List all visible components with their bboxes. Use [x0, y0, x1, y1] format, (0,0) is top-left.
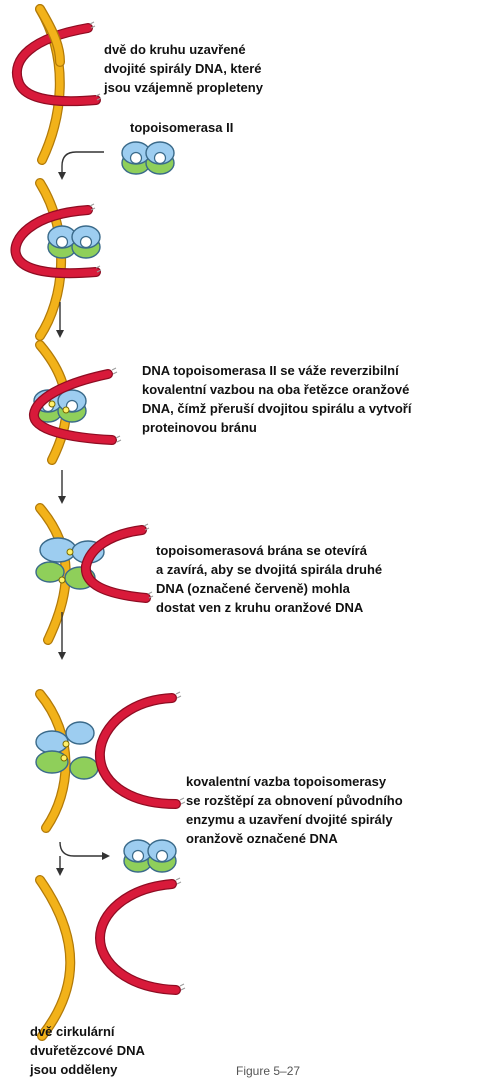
strand-end-ticks — [175, 691, 182, 699]
released-enzyme — [123, 839, 177, 873]
process-arrow-head — [58, 172, 66, 180]
caption-line: dvě do kruhu uzavřené — [104, 42, 246, 57]
process-arrow-head — [58, 652, 66, 660]
caption-separated-dna: dvě cirkulární dvuřetězcové DNA jsou odd… — [30, 1022, 145, 1079]
covalent-link — [60, 754, 68, 762]
strand-end-ticks — [115, 435, 122, 443]
caption-gate-opens: topoisomerasová brána se otevírá a zavír… — [156, 541, 382, 617]
red-dna-strand-outline — [94, 693, 181, 809]
caption-line: topoisomerasová brána se otevírá — [156, 543, 367, 558]
orange-dna-strand — [36, 504, 70, 644]
enzyme-hole — [131, 849, 145, 863]
enzyme-hole — [153, 151, 167, 165]
caption-line: proteinovou bránu — [142, 420, 257, 435]
step-3-covalent-gate — [29, 340, 122, 465]
red-dna-strand — [96, 880, 180, 994]
step-5-release — [35, 689, 186, 833]
enzyme-release-arrow-head — [102, 852, 110, 860]
caption-line: DNA, čímž přeruší dvojitou spirálu a vyt… — [142, 401, 412, 416]
caption-line: DNA (označené červeně) mohla — [156, 581, 350, 596]
red-dna-strand — [11, 206, 100, 277]
enzyme-dimer — [47, 225, 101, 259]
orange-dna-strand — [36, 179, 65, 340]
strand-end-ticks — [95, 265, 102, 273]
process-arrow-head — [56, 868, 64, 876]
caption-line: se rozštěpí za obnovení původního — [186, 793, 403, 808]
caption-line: dvě cirkulární — [30, 1024, 115, 1039]
caption-line: dvuřetězcové DNA — [30, 1043, 145, 1058]
caption-line: jsou vzájemně propleteny — [104, 80, 263, 95]
enzyme-release-arrow — [59, 841, 104, 857]
caption-line: enzymu a uzavření dvojité spirály — [186, 812, 393, 827]
caption-line: dvojité spirály DNA, které — [104, 61, 262, 76]
red-dna-strand — [96, 694, 180, 808]
caption-line: oranžově označené DNA — [186, 831, 338, 846]
strand-end-ticks — [175, 877, 182, 885]
enzyme-hole — [129, 151, 143, 165]
enzyme-green-lobe — [35, 750, 69, 774]
covalent-link — [62, 740, 70, 748]
topoisomerase-ii-enzyme — [121, 141, 175, 175]
label-topoisomerase-ii: topoisomerasa II — [130, 118, 233, 137]
caption-enzyme-binding: DNA topoisomerasa II se váže reverzibiln… — [142, 361, 411, 437]
caption-line: a zavírá, aby se dvojitá spirála druhé — [156, 562, 383, 577]
caption-line: jsou odděleny — [30, 1062, 118, 1077]
step-6-separated — [35, 875, 186, 1041]
strand-end-ticks — [179, 797, 186, 805]
covalent-link — [62, 406, 70, 414]
strand-end-ticks — [89, 203, 96, 211]
enzyme-join-arrow — [61, 151, 104, 167]
enzyme-blue-lobe — [65, 721, 95, 745]
step-2-enzyme-binding — [10, 178, 102, 341]
strand-end-ticks — [89, 21, 96, 29]
strand-end-ticks — [147, 591, 154, 599]
strand-end-ticks — [111, 367, 118, 375]
caption-line: kovalentní vazbou na oba řetězce oranžov… — [142, 382, 410, 397]
covalent-link — [48, 400, 56, 408]
process-arrow-head — [58, 496, 66, 504]
caption-line: kovalentní vazba topoisomerasy — [186, 774, 387, 789]
step-1-interlinked-dna — [11, 4, 102, 165]
enzyme-hole — [155, 849, 169, 863]
red-dna-strand — [82, 526, 150, 602]
red-dna-strand-outline — [94, 879, 181, 995]
covalent-link — [58, 576, 66, 584]
caption-line: DNA topoisomerasa II se váže reverzibiln… — [142, 363, 399, 378]
figure-number: Figure 5–27 — [236, 1064, 301, 1078]
strand-end-ticks — [179, 983, 186, 991]
strand-end-ticks — [143, 523, 150, 531]
enzyme-green-lobe — [35, 561, 65, 583]
red-dna-strand — [30, 370, 116, 444]
step-4-gate-open — [35, 503, 154, 645]
red-dna-strand — [13, 24, 100, 105]
caption-bond-cleaved: kovalentní vazba topoisomerasy se rozště… — [186, 772, 403, 848]
orange-dna-strand — [36, 876, 74, 1040]
caption-line: dostat ven z kruhu oranžové DNA — [156, 600, 364, 615]
caption-intertwined-dna: dvě do kruhu uzavřené dvojité spirály DN… — [104, 40, 263, 97]
enzyme-green-lobe — [69, 756, 99, 780]
orange-dna-front — [36, 5, 64, 66]
process-arrow-head — [56, 330, 64, 338]
enzyme-label: topoisomerasa II — [130, 120, 234, 135]
enzyme-hole — [55, 235, 69, 249]
covalent-link — [66, 548, 74, 556]
enzyme-hole — [79, 235, 93, 249]
strand-end-ticks — [95, 93, 102, 101]
